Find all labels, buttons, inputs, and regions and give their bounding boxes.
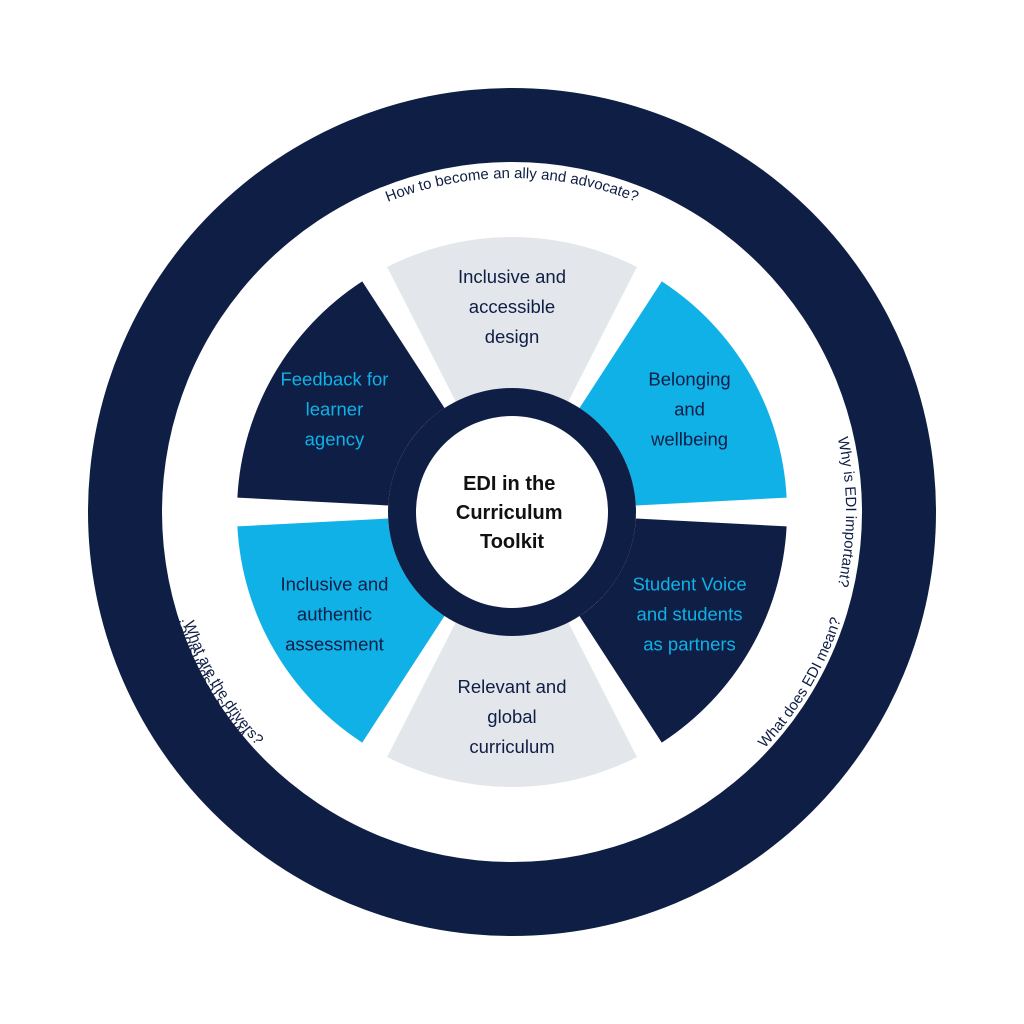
segment-label-line: curriculum xyxy=(469,736,554,757)
center-line-2: Curriculum xyxy=(456,502,563,524)
segment-lower-right xyxy=(579,518,787,743)
center-title: EDI in the Curriculum Toolkit xyxy=(456,473,568,553)
segment-label-line: Inclusive and xyxy=(458,266,566,287)
segment-label-line: and students xyxy=(637,604,743,625)
segment-label-line: design xyxy=(485,326,540,347)
segment-label-line: wellbeing xyxy=(650,429,728,450)
segment-label-lower-left: Inclusive and authentic assessment xyxy=(280,574,388,655)
center-line-3: Toolkit xyxy=(480,531,544,553)
segment-label-line: authentic xyxy=(297,604,372,625)
segment-label-line: Feedback for xyxy=(280,369,388,390)
segment-label-line: Inclusive and xyxy=(280,574,388,595)
segment-bottom xyxy=(387,622,637,788)
segment-lower-left xyxy=(237,518,445,743)
segment-label-bottom: Relevant and global curriculum xyxy=(457,676,566,757)
segment-label-lower-right: Student Voice and students as partners xyxy=(632,574,746,655)
segment-label-upper-right: Belonging and wellbeing xyxy=(648,369,730,450)
segment-label-line: accessible xyxy=(469,296,555,317)
segment-label-line: Relevant and xyxy=(457,676,566,697)
segment-upper-left xyxy=(237,281,445,506)
center-disc xyxy=(416,416,608,608)
segment-label-line: and xyxy=(674,399,705,420)
segment-upper-right xyxy=(579,281,787,506)
segment-label-line: Belonging xyxy=(648,369,730,390)
segment-label-line: Student Voice xyxy=(632,574,746,595)
segment-label-line: global xyxy=(487,706,536,727)
segment-top xyxy=(387,236,637,402)
segment-label-line: assessment xyxy=(285,634,384,655)
segment-label-upper-left: Feedback for learner agency xyxy=(280,369,388,450)
segment-label-line: as partners xyxy=(643,634,736,655)
segment-label-line: agency xyxy=(305,429,365,450)
segment-label-line: learner xyxy=(306,399,364,420)
center-line-1: EDI in the xyxy=(463,473,555,495)
segment-label-top: Inclusive and accessible design xyxy=(458,266,566,347)
